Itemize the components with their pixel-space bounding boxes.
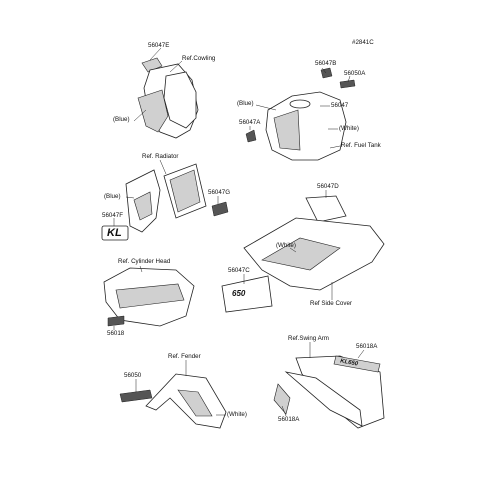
kl-decal-56047F: [101, 225, 129, 241]
label-ref-cowling: Ref.Cowling: [182, 55, 216, 62]
front-fender: [145, 373, 227, 429]
cylinder-head-decal-56018: [107, 315, 125, 327]
label-ref-swing-arm: Ref.Swing Arm: [288, 335, 329, 342]
label-56018: 56018: [107, 330, 125, 337]
label-white-fender: (White): [227, 411, 247, 418]
tank-decal-56047B: [320, 67, 333, 79]
label-blue-cowling: (Blue): [113, 116, 130, 123]
label-56047A: 56047A: [239, 119, 261, 126]
fender-decal-56050: [119, 389, 153, 403]
side-cover-decal-56047C: [221, 275, 273, 313]
label-ref-cylinder-head: Ref. Cylinder Head: [118, 258, 171, 265]
side-cover: [243, 217, 385, 291]
cowling-decal-blue: [137, 89, 169, 133]
label-white-tank: (White): [339, 125, 359, 132]
side-cover-decal-text: 650: [232, 289, 246, 298]
label-56050A: 56050A: [344, 70, 366, 77]
cowling-decal-56047E: [141, 57, 163, 73]
radiator-shroud: [125, 169, 161, 233]
fuel-tank: [265, 91, 347, 161]
label-blue-tank: (Blue): [237, 100, 254, 107]
side-cover-decal-56047D: [305, 195, 347, 223]
leader-lines: [113, 47, 365, 417]
label-56047D: 56047D: [317, 183, 339, 190]
label-56047F: 56047F: [102, 212, 123, 219]
label-ref-radiator: Ref. Radiator: [142, 153, 179, 160]
label-56047G: 56047G: [208, 189, 231, 196]
label-56050: 56050: [124, 372, 142, 379]
label-ref-side-cover: Ref Side Cover: [310, 300, 352, 307]
label-blue-radiator: (Blue): [104, 193, 121, 200]
label-56047: 56047: [331, 102, 349, 109]
radiator-decal-56047G: [211, 201, 229, 217]
label-56047E: 56047E: [148, 42, 170, 49]
tank-decal-56050A: [339, 79, 356, 89]
diagram-id: #2841C: [352, 39, 374, 46]
cylinder-head: [103, 267, 195, 327]
radiator-grille: [163, 163, 207, 219]
label-56018A-top: 56018A: [356, 343, 378, 350]
swing-arm: [284, 355, 385, 429]
label-ref-fender: Ref. Fender: [168, 353, 201, 360]
label-ref-fuel-tank: Ref. Fuel Tank: [341, 142, 381, 149]
label-56047C: 56047C: [228, 267, 250, 274]
label-56047B: 56047B: [315, 60, 337, 67]
swing-arm-decal-bottom: [273, 383, 291, 415]
label-white-side-cover: (White): [276, 242, 296, 249]
label-56018A-bottom: 56018A: [278, 416, 300, 423]
tank-decal-56047A: [245, 129, 257, 143]
swing-arm-decal-top: [333, 355, 381, 373]
kl-decal-text: KL: [107, 227, 122, 239]
